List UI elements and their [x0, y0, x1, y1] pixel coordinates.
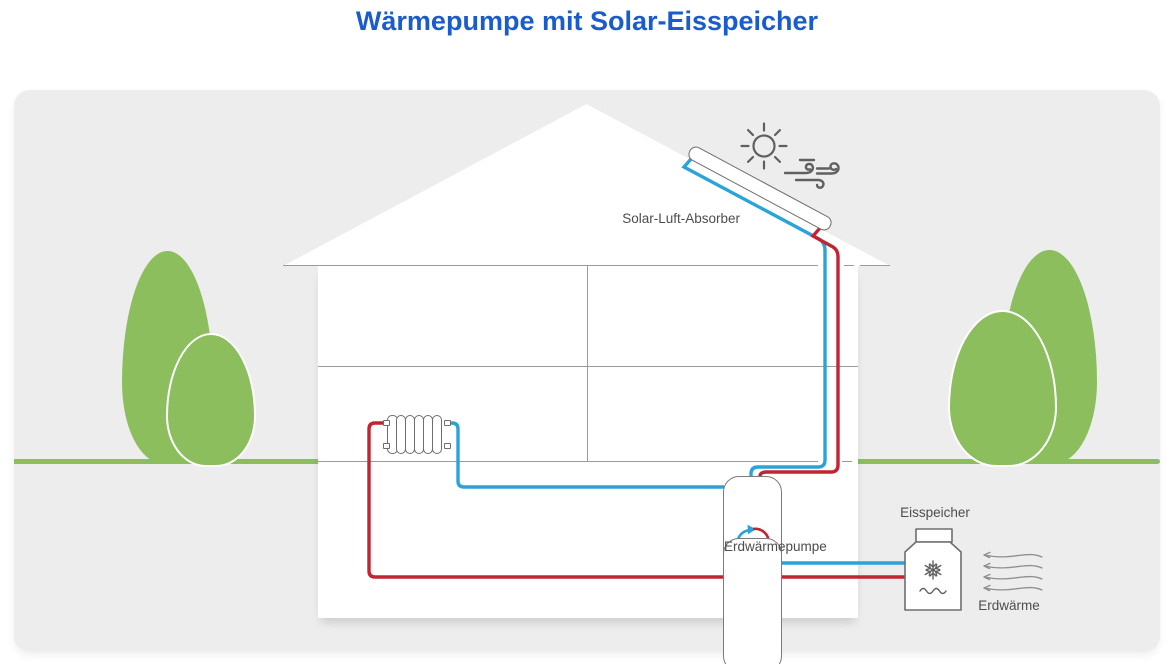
geothermal-heat-arrows-icon: [983, 551, 1043, 592]
eave-line-right: [860, 265, 890, 266]
water-wave-icon: [919, 587, 947, 595]
floor-line-upper: [318, 366, 858, 367]
page-title: Wärmepumpe mit Solar-Eisspeicher: [355, 6, 819, 36]
sun-icon: [740, 122, 788, 170]
ice-storage-tank-icon: [904, 528, 962, 611]
label-solar-air-absorber: Solar-Luft-Absorber: [622, 211, 740, 226]
interior-wall-line: [587, 266, 588, 461]
warm-pipe-radiator-to-pump: [367, 421, 724, 579]
snowflake-icon: [924, 560, 942, 580]
wind-icon: [784, 158, 840, 189]
label-geothermal: Erdwärme: [978, 598, 1040, 613]
radiator-fin: [431, 415, 443, 454]
tree-left-front: [166, 333, 256, 467]
radiator-valve: [383, 443, 390, 449]
radiator-icon: [383, 415, 451, 454]
tank-lid: [915, 528, 953, 543]
radiator-valve: [444, 420, 451, 426]
tree-right-front: [948, 310, 1057, 467]
label-heat-pump: Erdwärmepumpe: [723, 538, 827, 664]
eave-line: [283, 265, 818, 266]
warm-pipe-roof-to-pump: [758, 226, 840, 478]
radiator-valve: [383, 420, 390, 426]
label-ice-storage: Eisspeicher: [900, 505, 970, 520]
floor-line-dash: [842, 461, 852, 462]
cold-pipe-radiator-to-pump: [445, 421, 724, 489]
radiator-valve: [444, 443, 451, 449]
floor-line-ground: [318, 461, 818, 462]
eave-line-dash: [844, 265, 854, 266]
